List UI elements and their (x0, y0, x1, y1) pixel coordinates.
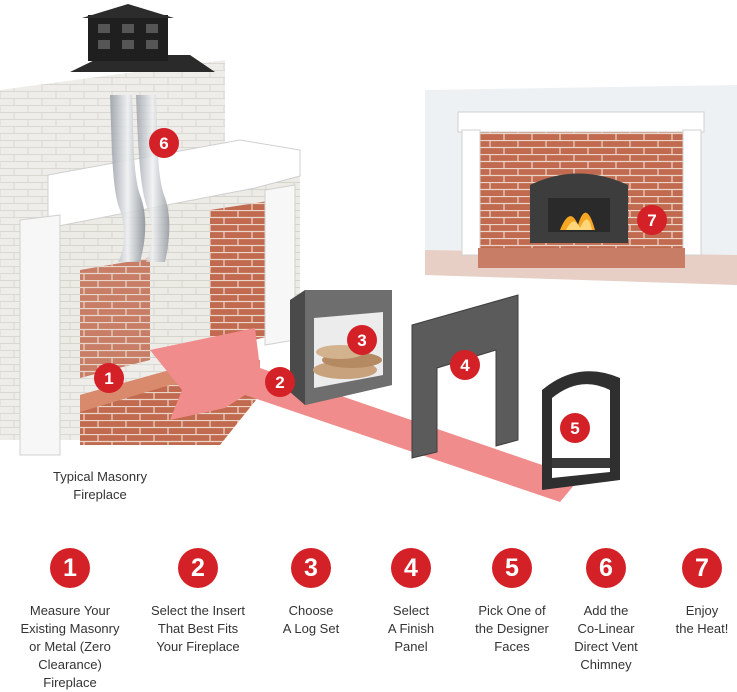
step-label-line: Chimney (580, 657, 632, 672)
svg-text:4: 4 (460, 356, 470, 375)
process-arrow (150, 328, 580, 502)
step-number-badge: 6 (586, 548, 626, 588)
step-label-line: Co-Linear (577, 621, 635, 636)
caption-line: Fireplace (73, 487, 127, 502)
step-label-line: Faces (494, 639, 530, 654)
chimney-vent (70, 4, 215, 262)
step-label: Choose A Log Set (256, 602, 366, 638)
svg-text:3: 3 (357, 331, 366, 350)
step-label-line: Your Fireplace (156, 639, 240, 654)
svg-text:7: 7 (647, 211, 656, 230)
step-label-line: Select (392, 603, 430, 618)
finished-fireplace (425, 85, 737, 285)
step-label-line: Choose (288, 603, 334, 618)
fireplace-illustration: 6 7 3 4 1 2 5 (0, 4, 737, 502)
step-label-line: A Log Set (282, 621, 340, 636)
step-label-line: Measure Your (29, 603, 111, 618)
callout-3: 3 (347, 325, 377, 355)
step-label-line: Add the (583, 603, 629, 618)
step-label-line: Select the Insert (151, 603, 245, 618)
step-label-line: the Heat! (675, 621, 729, 636)
step-number-badge: 3 (291, 548, 331, 588)
step-label-line: Existing Masonry (20, 621, 120, 636)
step-number-badge: 2 (178, 548, 218, 588)
callout-2: 2 (265, 367, 295, 397)
step-label-line: Enjoy (685, 603, 719, 618)
step-number-badge: 5 (492, 548, 532, 588)
step-label-line: A Finish (387, 621, 435, 636)
callout-1: 1 (94, 363, 124, 393)
step-label-line: or Metal (Zero (29, 639, 111, 654)
callout-4: 4 (450, 350, 480, 380)
step-label-line: the Designer (475, 621, 549, 636)
step-number-badge: 1 (50, 548, 90, 588)
step-label-line: Pick One of (478, 603, 546, 618)
callout-7: 7 (637, 205, 667, 235)
step-label: Enjoy the Heat! (647, 602, 737, 638)
fireplace-insert (290, 290, 392, 405)
callout-5: 5 (560, 413, 590, 443)
svg-text:5: 5 (570, 419, 579, 438)
svg-text:6: 6 (159, 134, 168, 153)
illustration-caption: Typical Masonry Fireplace (40, 468, 160, 504)
step-number-badge: 7 (682, 548, 722, 588)
step-label-line: That Best Fits (157, 621, 239, 636)
svg-text:1: 1 (104, 369, 113, 388)
step-label-line: Clearance) Fireplace (38, 657, 102, 690)
step-label-line: Direct Vent (574, 639, 638, 654)
finish-panel (411, 294, 519, 459)
svg-text:2: 2 (275, 373, 284, 392)
step-number-badge: 4 (391, 548, 431, 588)
caption-line: Typical Masonry (53, 469, 147, 484)
step-label-line: Panel (394, 639, 428, 654)
callout-6: 6 (149, 128, 179, 158)
